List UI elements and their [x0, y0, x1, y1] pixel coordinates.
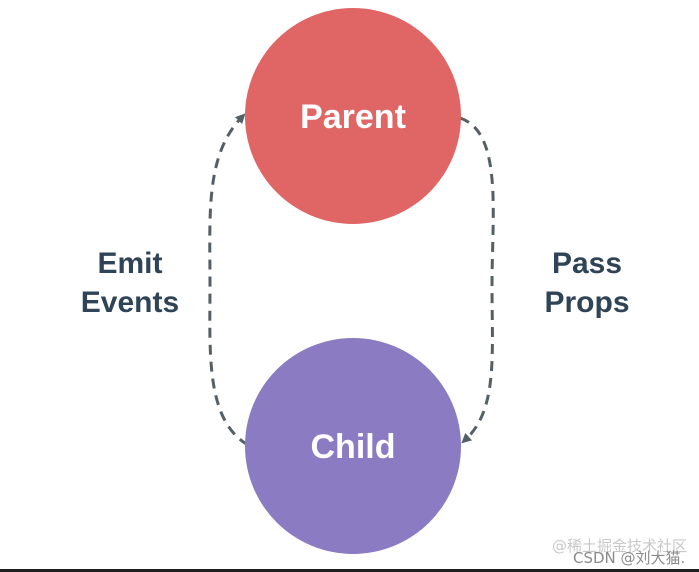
pass-props-line1: Pass — [552, 247, 622, 280]
watermark-secondary: @稀土掘金技术社区 — [552, 537, 687, 555]
child-label: Child — [311, 428, 396, 466]
parent-circle — [245, 8, 461, 224]
watermark-primary: CSDN @刘大猫. — [573, 549, 685, 567]
emit-events-line2: Events — [81, 286, 179, 319]
pass-props-line2: Props — [544, 286, 629, 319]
bottom-border — [0, 569, 699, 572]
child-node: Child — [245, 338, 461, 554]
emit-events-label: Emit Events — [81, 247, 179, 319]
parent-node: Parent — [245, 8, 461, 224]
pass-props-label: Pass Props — [544, 247, 629, 319]
emit-events-line1: Emit — [97, 247, 162, 280]
emit-events-arrow — [208, 113, 249, 447]
pass-props-arrow — [459, 116, 495, 444]
child-circle — [245, 338, 461, 554]
parent-label: Parent — [300, 98, 406, 136]
